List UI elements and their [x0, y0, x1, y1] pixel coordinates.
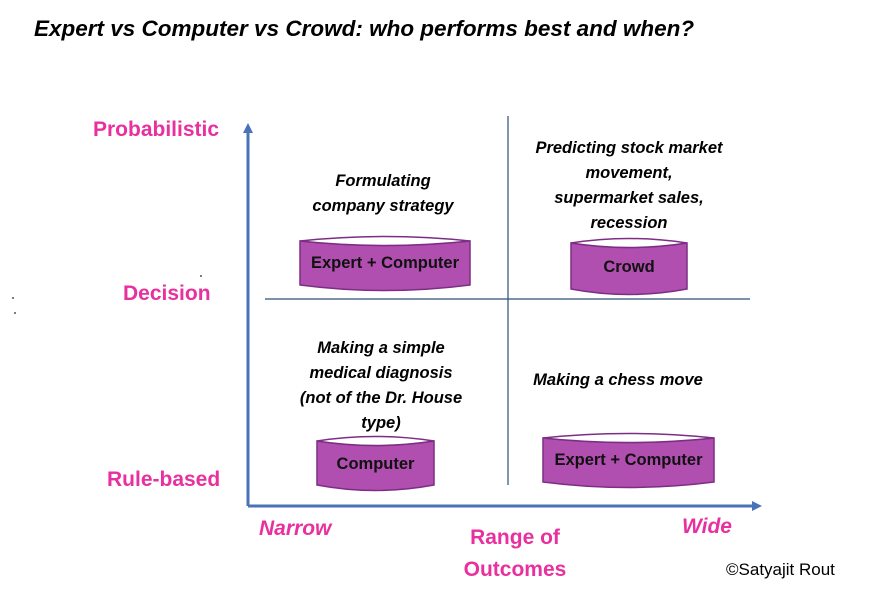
stray-dot: [14, 312, 16, 314]
performer-label: Expert + Computer: [310, 254, 460, 272]
x-axis-left-label: Narrow: [259, 517, 332, 540]
quadrant-bottom-left-text: Making a simple medical diagnosis (not o…: [281, 336, 481, 436]
cylinder-bottom-right: Expert + Computer: [542, 431, 715, 489]
text-line: medical diagnosis: [309, 364, 453, 382]
quadrant-top-right-text: Predicting stock market movement, superm…: [514, 136, 744, 236]
performer-label: Computer: [336, 455, 415, 473]
y-axis-top-label: Probabilistic: [93, 118, 220, 141]
cylinder-bottom-left: Computer: [316, 434, 435, 492]
text-line: Making a chess move: [533, 371, 703, 389]
cylinder-top-left: Expert + Computer: [299, 234, 471, 292]
y-axis-middle-label: Decision: [123, 282, 211, 305]
stray-dot: [12, 297, 14, 299]
quadrant-top-left-text: Formulating company strategy: [283, 169, 483, 219]
x-axis-right-label: Wide: [682, 515, 732, 538]
text-line: supermarket sales,: [554, 189, 704, 207]
y-axis-bottom-label: Rule-based: [107, 468, 221, 491]
text-line: movement,: [585, 164, 673, 182]
x-axis-center-line-2: Outcomes: [463, 558, 567, 581]
x-axis-center-label: Range of Outcomes: [456, 522, 574, 586]
performer-label: Expert + Computer: [554, 451, 703, 469]
text-line: Predicting stock market: [535, 139, 723, 157]
performer-label: Crowd: [603, 258, 655, 276]
cylinder-top-right: Crowd: [570, 236, 688, 296]
quadrant-bottom-right-text: Making a chess move: [518, 368, 718, 393]
x-axis-center-line-1: Range of: [470, 526, 560, 549]
stray-dot: [200, 275, 202, 277]
text-line: company strategy: [312, 197, 454, 215]
text-line: Formulating: [335, 172, 431, 190]
text-line: Making a simple: [317, 339, 445, 357]
text-line: type): [361, 414, 401, 432]
credit-text: ©Satyajit Rout: [726, 560, 835, 579]
diagram-title: Expert vs Computer vs Crowd: who perform…: [34, 16, 695, 41]
text-line: recession: [590, 214, 668, 232]
text-line: (not of the Dr. House: [299, 389, 463, 407]
